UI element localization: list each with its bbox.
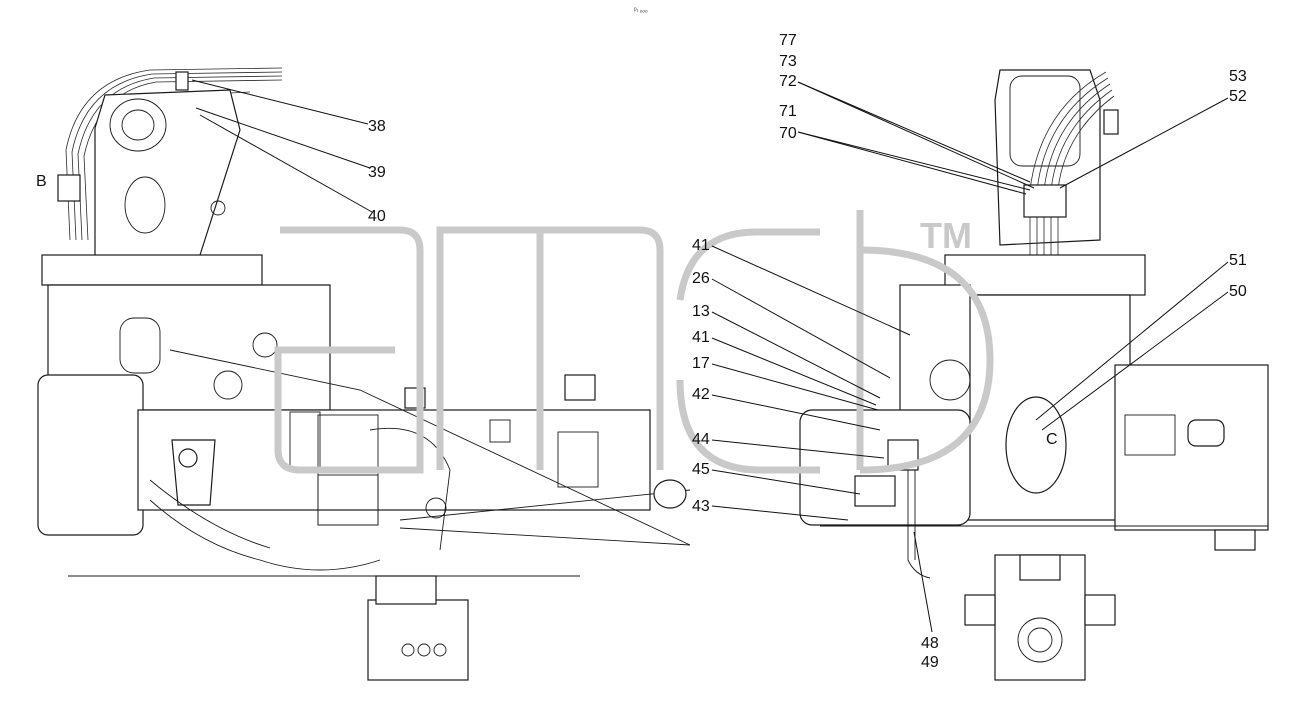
- callout-43: 43: [692, 498, 710, 515]
- watermark-tm: TM: [920, 215, 972, 256]
- right-hose-bundle: [1023, 71, 1119, 450]
- callout-53: 53: [1229, 68, 1247, 85]
- right-side-frame: [1114, 364, 1269, 531]
- callout-49: 49: [921, 654, 939, 671]
- callout-26: 26: [692, 270, 710, 287]
- callout-48: 48: [921, 635, 939, 652]
- callout-71: 71: [779, 103, 797, 120]
- left-side-frame: [37, 374, 144, 536]
- left-view: [37, 67, 691, 681]
- watermark: TM: [274, 210, 994, 474]
- callout-73: 73: [779, 53, 797, 70]
- callout-77: 77: [779, 32, 797, 49]
- callout-41-top: 41: [692, 237, 710, 254]
- right-view: [799, 69, 1269, 681]
- callout-45: 45: [692, 461, 710, 478]
- callout-38: 38: [368, 118, 386, 135]
- callout-13: 13: [692, 303, 710, 320]
- callout-39: 39: [368, 164, 386, 181]
- callout-50: 50: [1229, 283, 1247, 300]
- left-main-frame: [137, 409, 651, 511]
- callout-40: 40: [368, 208, 386, 225]
- view-label-b: B: [36, 173, 47, 190]
- left-pump-body: [367, 599, 469, 681]
- callout-52: 52: [1229, 88, 1247, 105]
- callout-42: 42: [692, 386, 710, 403]
- view-label-c: C: [1046, 431, 1058, 448]
- callout-72: 72: [779, 73, 797, 90]
- callout-41-bottom: 41: [692, 329, 710, 346]
- right-tower: [994, 69, 1101, 246]
- header-mark: ᵖₗ ₒₒₒ: [634, 7, 648, 14]
- right-platform: [944, 254, 1146, 296]
- left-platform: [41, 254, 263, 286]
- callout-17: 17: [692, 355, 710, 372]
- callout-70: 70: [779, 125, 797, 142]
- view-c-window: [1005, 396, 1067, 494]
- right-valve-block: [899, 284, 971, 426]
- callout-44: 44: [692, 431, 710, 448]
- leader-lines: [191, 79, 1229, 633]
- callout-51: 51: [1229, 252, 1247, 269]
